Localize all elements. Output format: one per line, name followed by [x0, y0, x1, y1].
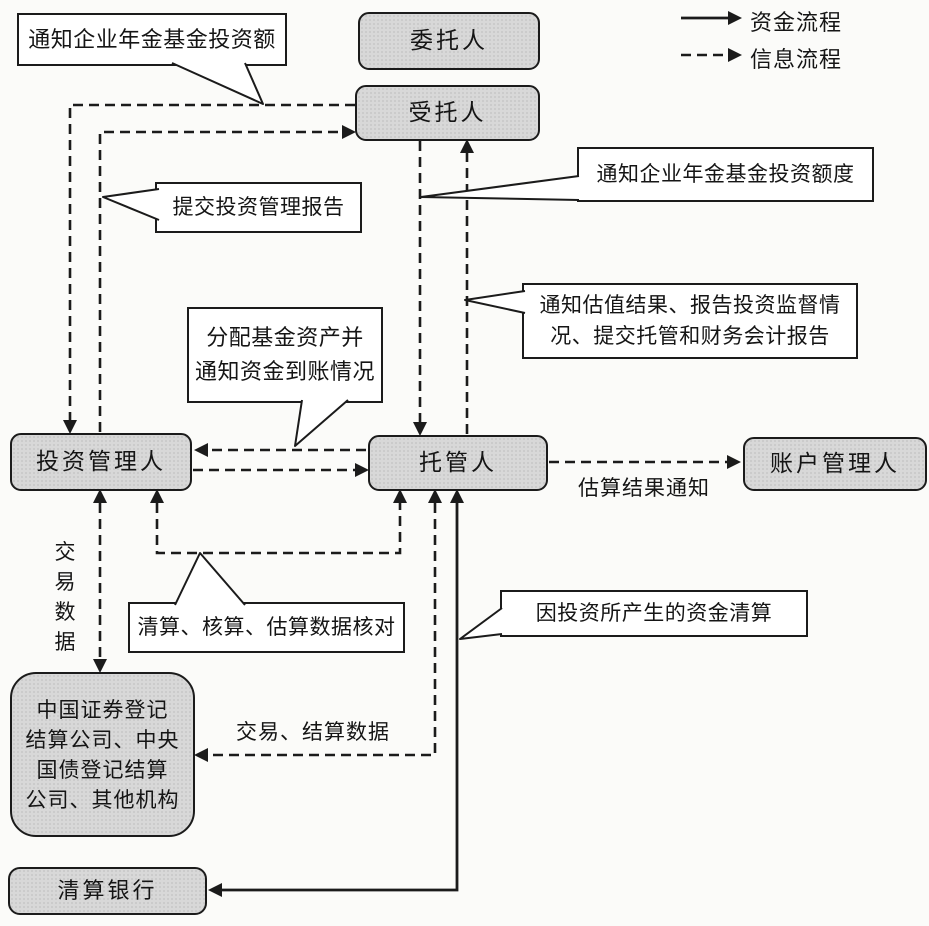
arrowhead-down-custodian: [413, 422, 427, 436]
legend-info-flow-label: 信息流程: [750, 47, 843, 72]
node-investment-manager: 投资管理人: [10, 433, 192, 491]
callout-investment-fund-clearing: 因投资所产生的资金清算: [500, 590, 808, 637]
callout-data-reconciliation: 清算、核算、估算数据核对: [128, 602, 405, 653]
arrowhead-right-trustee: [342, 125, 356, 139]
arrowhead-down-clearing-orgs: [93, 659, 107, 673]
arrowhead-left-clearing-bank: [208, 883, 222, 897]
callout-submit-investment-report: 提交投资管理报告: [155, 182, 362, 233]
legend-dashed-arrowhead: [728, 48, 742, 62]
arrowhead-right-custodian: [355, 463, 369, 477]
callout-allocate-fund-assets: 分配基金资产并 通知资金到账情况: [187, 307, 383, 403]
arrowhead-up-custodian-settlement: [428, 489, 442, 503]
arrowhead-left-investment-manager: [194, 443, 208, 457]
arrowhead-up-trustee: [460, 139, 474, 153]
arrowhead-up-custodian-clearing: [450, 489, 464, 503]
node-account-manager: 账户管理人: [743, 437, 927, 491]
node-clearing-bank: 清算银行: [8, 867, 207, 915]
arrowhead-up-investment-manager-reconcile: [150, 489, 164, 503]
node-trustee: 受托人: [355, 85, 540, 141]
edge-data-reconciliation: [155, 503, 402, 555]
label-valuation-result-notice: 估算结果通知: [578, 476, 710, 500]
edge-trade-settlement-data: [208, 503, 437, 757]
label-trade-settlement-data: 交易、结算数据: [236, 720, 390, 744]
arrowhead-up-investment-manager-trade: [93, 489, 107, 503]
node-clearing-orgs: 中国证券登记 结算公司、中央 国债登记结算 公司、其他机构: [10, 672, 195, 837]
label-trade-data: 交易数据: [54, 540, 76, 654]
arrowhead-right-account-manager: [727, 455, 741, 469]
edge-investment-manager-to-trustee: [98, 130, 342, 432]
node-principal: 委托人: [358, 12, 540, 70]
callout-notify-investment-quota: 通知企业年金基金投资额度: [577, 147, 874, 202]
callout-notify-investment-amount: 通知企业年金基金投资额: [17, 13, 287, 66]
edge-fund-clearing: [222, 503, 459, 892]
arrowhead-left-clearing-orgs: [194, 748, 208, 762]
arrowhead-up-custodian-reconcile: [393, 489, 407, 503]
node-custodian: 托管人: [368, 435, 548, 491]
legend-fund-flow-label: 资金流程: [750, 10, 843, 35]
arrowhead-down-investment-manager: [63, 420, 77, 434]
callout-notify-valuation-results: 通知估值结果、报告投资监督情 况、提交托管和财务会计报告: [522, 283, 858, 359]
legend-solid-arrowhead: [728, 11, 742, 25]
